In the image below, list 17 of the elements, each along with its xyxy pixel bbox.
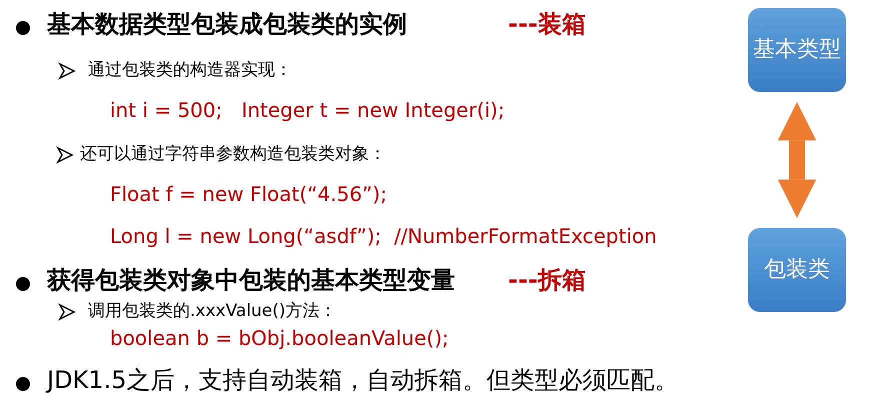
double-arrow bbox=[778, 102, 816, 218]
sub-item-text: 通过包装类的构造器实现： bbox=[88, 60, 292, 80]
sub-item-text: 还可以通过字符串参数构造包装类对象： bbox=[80, 144, 386, 164]
node-label: 基本类型 bbox=[753, 36, 841, 64]
sub-item-text: 调用包装类的.xxxValue()方法： bbox=[88, 301, 337, 322]
keyword-text: ---装箱 bbox=[508, 10, 586, 39]
bullet-text: JDK1.5之后，支持自动装箱，自动拆箱。但类型必须匹配。 bbox=[47, 366, 678, 395]
bullet-text: 获得包装类对象中包装的基本类型变量 bbox=[47, 266, 455, 295]
code-line: Float f = new Float(“4.56”); bbox=[110, 182, 387, 206]
bullet-text: 基本数据类型包装成包装类的实例 bbox=[47, 10, 407, 39]
rounded-box bbox=[748, 8, 846, 92]
rounded-box bbox=[748, 228, 846, 312]
code-line: boolean b = bObj.booleanValue(); bbox=[110, 326, 449, 350]
code-line: int i = 500; Integer t = new Integer(i); bbox=[110, 98, 505, 122]
code-line: Long l = new Long(“asdf”); //NumberFormatException bbox=[110, 224, 657, 248]
keyword-text: ---拆箱 bbox=[508, 266, 586, 295]
node-label: 包装类 bbox=[764, 256, 830, 284]
